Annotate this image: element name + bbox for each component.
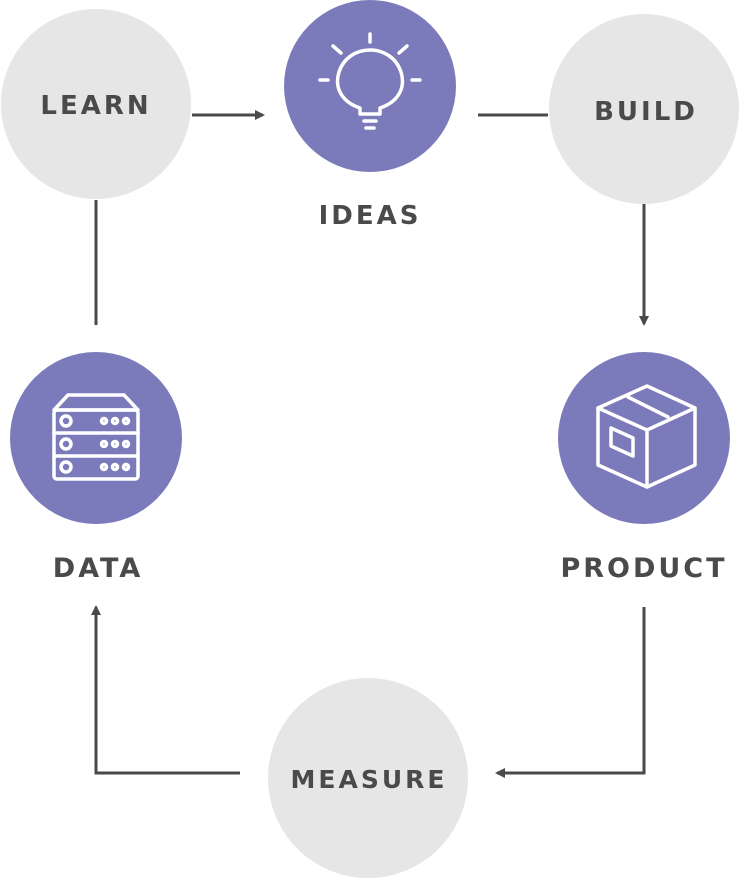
product-circle (558, 352, 730, 524)
ideas-circle (284, 0, 456, 172)
product-label: PRODUCT (560, 553, 727, 584)
build-circle (549, 14, 739, 204)
arrow-product-to-measure (495, 607, 646, 778)
data-label: DATA (53, 553, 143, 584)
node-measure: MEASURE (268, 678, 468, 878)
ideas-label: IDEAS (319, 201, 422, 231)
data-circle (10, 352, 182, 524)
node-learn: LEARN (1, 9, 191, 199)
learn-label: LEARN (40, 91, 151, 121)
node-build: BUILD (549, 14, 739, 204)
measure-label: MEASURE (291, 765, 448, 794)
build-label: BUILD (594, 97, 698, 127)
arrow-measure-to-data (91, 605, 240, 775)
learn-circle (1, 9, 191, 199)
server-icon (52, 393, 140, 481)
node-data: DATA (10, 352, 182, 584)
lightbulb-icon (318, 32, 422, 130)
node-ideas: IDEAS (284, 0, 456, 231)
box-icon (596, 384, 697, 489)
measure-circle (268, 678, 468, 878)
node-product: PRODUCT (558, 352, 730, 584)
